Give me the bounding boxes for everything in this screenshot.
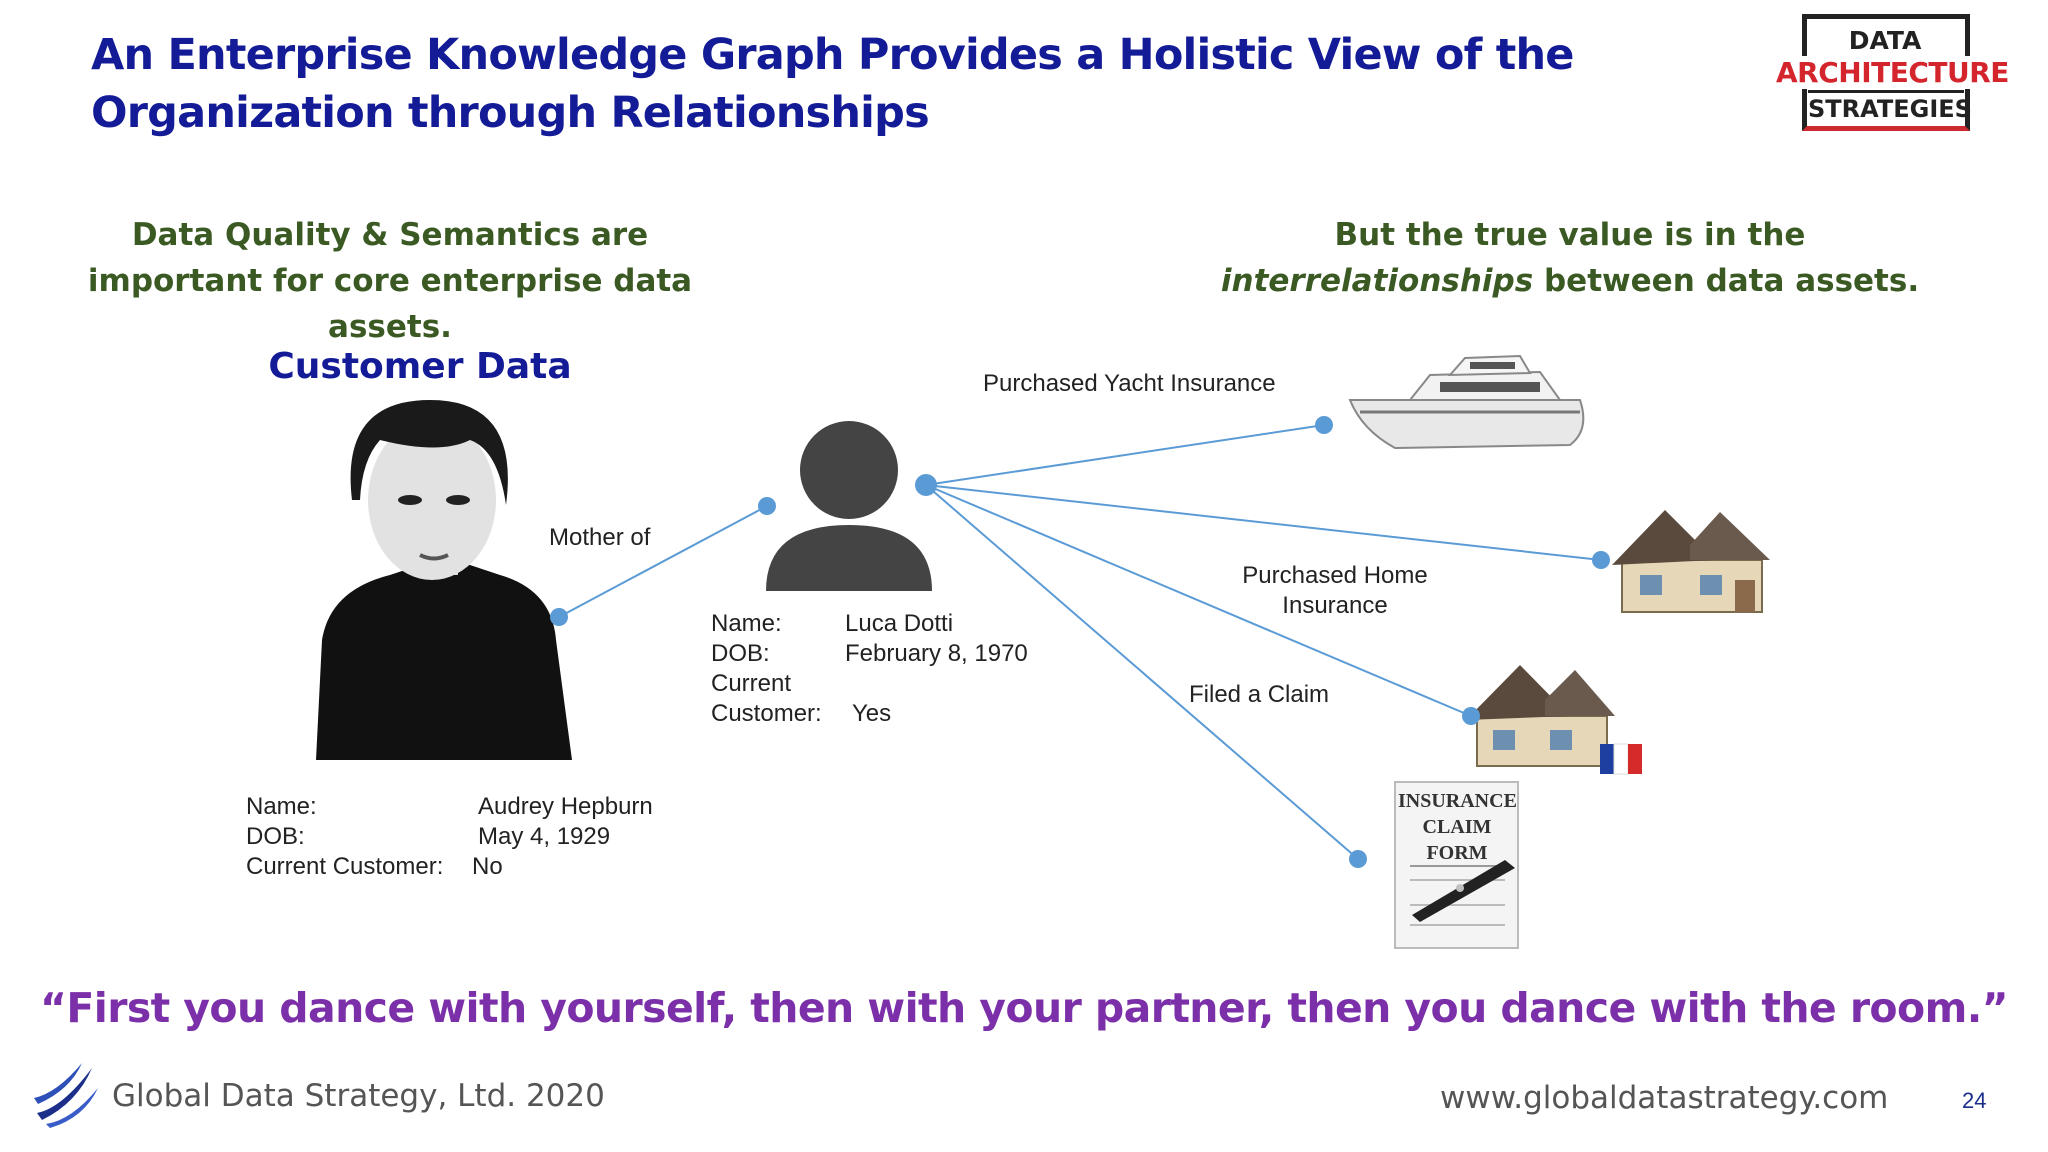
- audrey-hepburn-portrait: [310, 400, 580, 760]
- relationship-mother-of: Mother of: [549, 524, 651, 551]
- luca-dob-value: February 8, 1970: [845, 640, 1028, 667]
- claim-form-text: INSURANCE CLAIM FORM: [1398, 788, 1517, 866]
- logo-line-1: DATA: [1848, 26, 1922, 55]
- node-home-fr: [1462, 707, 1480, 725]
- edge-mother-of: [558, 505, 768, 618]
- left-subtitle: Data Quality & Semantics are important f…: [87, 217, 693, 345]
- claim-form-line1: INSURANCE: [1398, 790, 1517, 812]
- logo-line-2: ARCHITECTURE: [1776, 56, 2009, 89]
- page-number: 24: [1962, 1088, 1987, 1113]
- pen-icon: [1412, 860, 1515, 922]
- luca-info: Name: Luca Dotti DOB: February 8, 1970 C…: [711, 609, 1028, 729]
- house-icon: [1466, 665, 1615, 767]
- logo-line-3: STRATEGIES: [1808, 90, 1972, 123]
- audrey-name-label: Name:: [246, 793, 317, 820]
- swoosh-logo-icon: [34, 1063, 98, 1128]
- audrey-current-value: No: [472, 853, 503, 880]
- audrey-dob-label: DOB:: [246, 823, 305, 850]
- luca-current-value: Yes: [852, 700, 892, 727]
- right-subtitle-part1: But the true value is in the: [1334, 217, 1806, 253]
- edge-yacht: [925, 424, 1325, 486]
- relationship-claim: Filed a Claim: [1189, 681, 1330, 708]
- node-luca-left: [758, 497, 776, 515]
- quote: “First you dance with yourself, then wit…: [40, 984, 2009, 1032]
- luca-current-label-1: Current: [711, 670, 792, 697]
- french-flag-icon: [1600, 743, 1642, 775]
- node-yacht: [1315, 416, 1333, 434]
- house-icon: [1612, 510, 1770, 613]
- luca-name-value: Luca Dotti: [845, 610, 954, 637]
- node-home: [1592, 551, 1610, 569]
- yacht-icon: [1348, 354, 1585, 450]
- data-architecture-strategies-logo: DATA ARCHITECTURE STRATEGIES: [1776, 14, 2009, 132]
- luca-current-label-2: Customer:: [711, 700, 822, 727]
- audrey-current-label: Current Customer:: [246, 853, 444, 880]
- right-subtitle-part2: between data assets.: [1543, 263, 1920, 299]
- audrey-dob-value: May 4, 1929: [478, 823, 611, 850]
- audrey-info: Name: Audrey Hepburn DOB: May 4, 1929 Cu…: [246, 792, 653, 882]
- customer-data-heading: Customer Data: [268, 346, 572, 387]
- node-claim: [1349, 850, 1367, 868]
- edges: [558, 424, 1602, 860]
- luca-name-label: Name:: [711, 610, 782, 637]
- claim-form-icon: [1394, 781, 1519, 949]
- edge-home-fr: [925, 484, 1472, 717]
- edge-claim: [925, 484, 1359, 860]
- luca-dob-label: DOB:: [711, 640, 770, 667]
- slide-title: An Enterprise Knowledge Graph Provides a…: [91, 30, 1574, 138]
- nodes: [550, 416, 1610, 868]
- footer-company: Global Data Strategy, Ltd. 2020: [112, 1078, 605, 1114]
- footer-url[interactable]: www.globaldatastrategy.com: [1440, 1080, 1889, 1116]
- audrey-name-value: Audrey Hepburn: [478, 793, 653, 820]
- person-silhouette-icon: [766, 421, 932, 591]
- edge-home: [925, 484, 1602, 561]
- relationship-yacht: Purchased Yacht Insurance: [983, 370, 1276, 397]
- node-luca-right: [915, 474, 937, 496]
- right-subtitle-emphasis: interrelationships: [1220, 263, 1534, 299]
- right-subtitle: But the true value is in the interrelati…: [1150, 212, 1990, 304]
- relationship-home: Purchased Home Insurance: [1242, 562, 1428, 619]
- node-audrey: [550, 608, 568, 626]
- claim-form-line2: CLAIM FORM: [1422, 816, 1492, 864]
